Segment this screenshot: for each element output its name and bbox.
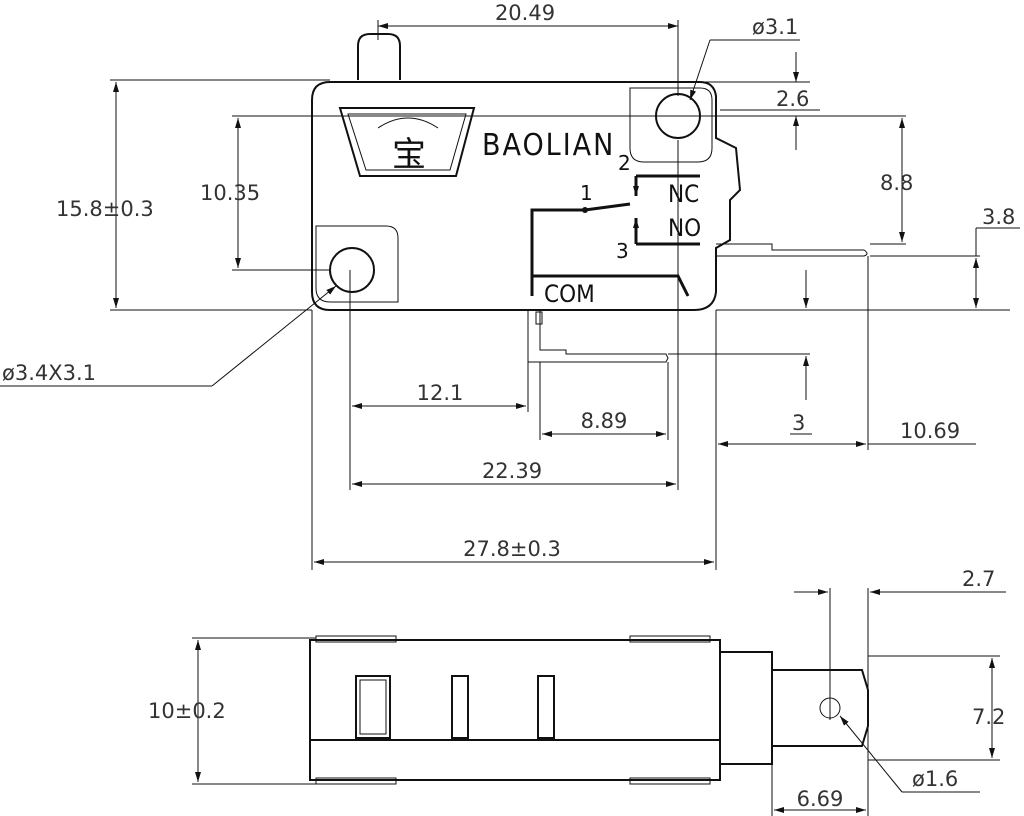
no-label: NO — [668, 214, 701, 242]
switch-body — [311, 81, 742, 311]
side-slot-1 — [355, 675, 391, 739]
nc-label: NC — [668, 180, 699, 208]
dim-10-0-2: 10±0.2 — [148, 699, 226, 723]
dim-2-7: 2.7 — [962, 567, 995, 591]
dim-8-8: 8.8 — [880, 171, 913, 195]
right-terminal — [716, 243, 868, 257]
side-slot-2 — [451, 675, 469, 739]
dim-12-1: 12.1 — [417, 381, 464, 405]
dim-10-35: 10.35 — [200, 181, 260, 205]
dim-8-89: 8.89 — [581, 409, 628, 433]
dim-10-69: 10.69 — [900, 419, 960, 443]
left-hole-boss — [315, 225, 399, 303]
dim-2-6: 2.6 — [776, 87, 809, 111]
plunger — [357, 33, 401, 80]
com-terminal-tab — [535, 311, 543, 325]
dim-6-69: 6.69 — [797, 787, 844, 811]
brand-name: BAOLIAN — [482, 128, 615, 163]
side-view — [309, 635, 869, 785]
right-hole-boss — [629, 87, 713, 163]
side-body — [309, 639, 721, 781]
pin-label-2: 2 — [618, 151, 631, 175]
dim-27-8: 27.8±0.3 — [463, 537, 561, 561]
side-terminal-block — [719, 651, 773, 765]
top-view: 宝 BAOLIAN 1 2 NC 3 NO COM — [311, 33, 868, 363]
dim-7-2: 7.2 — [972, 705, 1005, 729]
brand-logo: 宝 — [338, 107, 476, 177]
dim-22-39: 22.39 — [482, 459, 542, 483]
com-label: COM — [544, 280, 595, 308]
dim-20-49: 20.49 — [495, 1, 555, 25]
top-view-dimensions: 20.49 ø3.1 2.6 10.35 15.8±0.3 8.8 3.8 — [0, 1, 1020, 570]
side-view-dimensions: 10±0.2 2.7 7.2 ø1.6 6.69 — [148, 567, 1006, 816]
pin-label-3: 3 — [616, 239, 629, 263]
switch-circuit: 1 2 NC 3 NO COM — [530, 151, 701, 308]
dim-phi-1-6: ø1.6 — [912, 767, 958, 791]
side-slot-3 — [537, 675, 555, 739]
left-hole — [329, 247, 375, 293]
logo-character: 宝 — [392, 135, 426, 175]
dim-3: 3 — [792, 411, 805, 435]
dim-15-8: 15.8±0.3 — [56, 197, 154, 221]
pin-label-1: 1 — [580, 181, 593, 205]
com-terminal — [527, 310, 669, 363]
dim-phi-3-1: ø3.1 — [752, 15, 798, 39]
dim-phi-3-4x3-1: ø3.4X3.1 — [2, 361, 96, 385]
dim-3-8: 3.8 — [982, 205, 1015, 229]
